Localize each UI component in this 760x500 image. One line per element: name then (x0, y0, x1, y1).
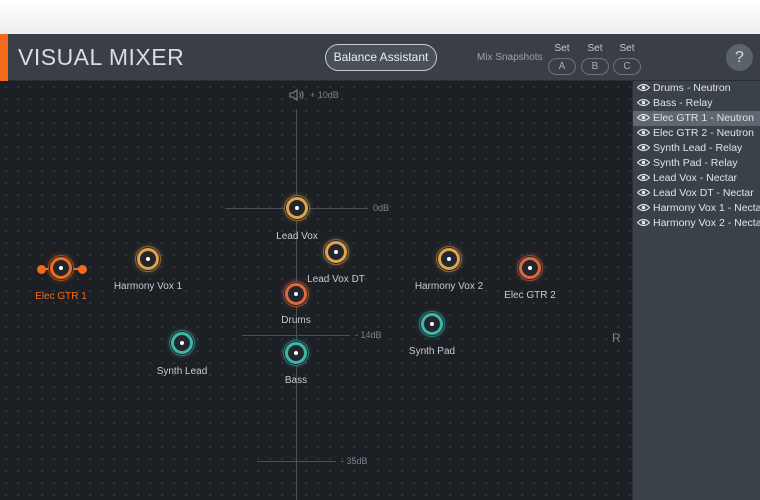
track-label: Synth Pad - Relay (653, 157, 738, 169)
track-item[interactable]: Harmony Vox 2 - Nectar (633, 216, 760, 231)
gain-label-0db: 0dB (373, 203, 390, 213)
node-harmony-vox-2[interactable] (436, 246, 462, 272)
track-label: Harmony Vox 2 - Nectar (653, 217, 760, 229)
track-label: Lead Vox - Nectar (653, 172, 738, 184)
speaker-icon (289, 88, 304, 102)
node-harmony-vox-1[interactable] (135, 246, 161, 272)
node-label: Elec GTR 1 (35, 291, 87, 302)
snapshot-b-set-label[interactable]: Set (587, 43, 603, 54)
track-item[interactable]: Drums - Neutron (633, 81, 760, 96)
max-gain-label: + 10dB (310, 90, 339, 100)
track-label: Lead Vox DT - Nectar (653, 187, 754, 199)
mix-snapshots-label: Mix Snapshots (477, 52, 543, 63)
track-item[interactable]: Lead Vox DT - Nectar (633, 186, 760, 201)
browser-top-area (0, 0, 760, 34)
gain-line-14db (242, 335, 350, 336)
eye-icon[interactable] (637, 113, 650, 122)
node-lead-vox-dt[interactable] (323, 239, 349, 265)
track-label: Bass - Relay (653, 97, 713, 109)
help-button[interactable]: ? (726, 44, 753, 71)
node-label: Synth Pad (408, 346, 456, 357)
node-label: Harmony Vox 1 (113, 281, 183, 292)
eye-icon[interactable] (637, 188, 650, 197)
mixer-canvas[interactable]: + 10dB 0dB - 14dB - 35dB R Elec GTR 1 Ha… (0, 81, 632, 500)
visual-mixer-app: VISUAL MIXER Balance Assistant Mix Snaps… (0, 34, 760, 500)
eye-icon[interactable] (637, 218, 650, 227)
snapshot-a-button[interactable]: A (548, 58, 576, 75)
track-item[interactable]: Bass - Relay (633, 96, 760, 111)
track-item[interactable]: Synth Lead - Relay (633, 141, 760, 156)
node-label: Lead Vox DT (307, 274, 365, 285)
node-label: Harmony Vox 2 (414, 281, 484, 292)
track-item[interactable]: Synth Pad - Relay (633, 156, 760, 171)
node-label: Elec GTR 2 (504, 290, 556, 301)
eye-icon[interactable] (637, 203, 650, 212)
snapshot-a-set-label[interactable]: Set (554, 43, 570, 54)
node-label: Lead Vox (276, 231, 318, 242)
eye-icon[interactable] (637, 173, 650, 182)
snapshot-b-button[interactable]: B (581, 58, 609, 75)
track-label: Synth Lead - Relay (653, 142, 743, 154)
track-label: Elec GTR 1 - Neutron (653, 112, 754, 124)
track-item[interactable]: Lead Vox - Nectar (633, 171, 760, 186)
track-item[interactable]: Elec GTR 2 - Neutron (633, 126, 760, 141)
track-item-selected[interactable]: Elec GTR 1 - Neutron (633, 111, 760, 126)
eye-icon[interactable] (637, 158, 650, 167)
eye-icon[interactable] (637, 98, 650, 107)
eye-icon[interactable] (637, 83, 650, 92)
accent-bar (0, 34, 8, 81)
track-label: Elec GTR 2 - Neutron (653, 127, 754, 139)
snapshot-c-set-label[interactable]: Set (619, 43, 635, 54)
node-drums[interactable] (283, 281, 309, 307)
app-title: VISUAL MIXER (18, 44, 185, 70)
right-channel-label: R (612, 331, 621, 345)
node-label: Synth Lead (156, 366, 208, 377)
gain-line-35db (257, 461, 336, 462)
node-lead-vox[interactable] (284, 195, 310, 221)
node-label: Bass (284, 375, 308, 386)
track-list: Drums - Neutron Bass - Relay Elec GTR 1 … (632, 81, 760, 500)
snapshot-c-button[interactable]: C (613, 58, 641, 75)
header-bar: VISUAL MIXER Balance Assistant Mix Snaps… (0, 34, 760, 81)
balance-assistant-button[interactable]: Balance Assistant (325, 44, 437, 71)
track-item[interactable]: Harmony Vox 1 - Nectar (633, 201, 760, 216)
track-label: Drums - Neutron (653, 82, 731, 94)
node-label: Drums (281, 315, 311, 326)
node-elec-gtr-1[interactable] (48, 255, 74, 281)
track-label: Harmony Vox 1 - Nectar (653, 202, 760, 214)
gain-label-14db: - 14dB (355, 330, 382, 340)
node-elec-gtr-2[interactable] (517, 255, 543, 281)
eye-icon[interactable] (637, 143, 650, 152)
eye-icon[interactable] (637, 128, 650, 137)
node-synth-pad[interactable] (419, 311, 445, 337)
node-bass[interactable] (283, 340, 309, 366)
width-handle-left[interactable] (36, 264, 46, 274)
gain-label-35db: - 35dB (341, 456, 368, 466)
width-handle-right[interactable] (77, 264, 87, 274)
node-synth-lead[interactable] (169, 330, 195, 356)
